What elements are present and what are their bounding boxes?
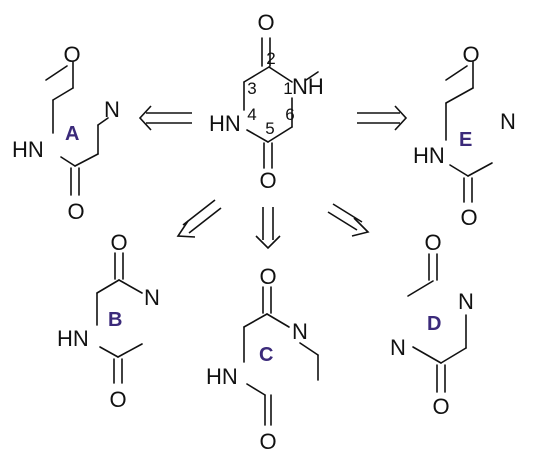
atom-label: O [432,394,449,419]
bond [266,313,290,328]
atom-label: O [424,230,441,255]
bond [467,162,493,177]
ring-position-number: 6 [285,105,294,124]
bond [243,313,268,328]
bond [305,71,319,81]
bond [412,346,442,364]
atom-label: N [292,319,308,344]
atom-label: HN [206,364,238,389]
ring-position-number: 3 [247,79,256,98]
bond [99,346,119,358]
ring-position-number: 1 [283,79,292,98]
atom-label: HN [209,111,241,136]
atom-label: HN [413,143,445,168]
atom-label: O [109,387,126,412]
bond [449,164,469,177]
ring-position-number: 2 [266,49,275,68]
atom-label: O [257,10,274,35]
fragment-label: E [459,129,472,151]
atom-label: HN [57,326,89,351]
retro-arrow-down-left [176,199,222,238]
bond [268,66,293,83]
bond [96,279,120,294]
bond [299,342,319,356]
atom-label: NH [292,74,324,99]
bond [52,87,74,101]
bond [60,156,76,167]
atom-label: N [458,289,474,314]
diketopiperazine-structure: O NH HN O 1 2 3 4 5 6 [209,10,324,193]
bond [97,117,109,126]
bond [246,129,269,143]
fragment-label: A [65,123,79,145]
atom-label: O [63,42,80,67]
bond [440,347,467,364]
atom-label: O [259,168,276,193]
bond [407,280,434,297]
retro-arrow-left [138,105,192,131]
bond [243,66,270,83]
fragment-d-structure: O N N O D [390,230,474,419]
retro-arrow-right [357,105,408,131]
ring-position-number: 4 [247,105,256,124]
bond [118,279,143,294]
atom-label: O [259,264,276,289]
atom-label: N [144,285,160,310]
atom-label: HN [12,137,44,162]
atom-label: O [460,205,477,230]
fragment-label: C [259,344,273,366]
fragment-e-structure: O N HN O E [413,42,516,230]
bond [267,126,293,143]
fragment-b-structure: O N HN O B [57,230,160,412]
atom-label: N [104,97,120,122]
atom-label: O [462,42,479,67]
bond [445,87,474,104]
atom-label: O [110,230,127,255]
atom-label: N [390,335,406,360]
fragment-label: D [427,313,441,335]
retro-arrow-down [255,207,281,250]
bond [117,343,143,358]
atom-label: O [67,199,84,224]
atom-label: N [500,109,516,134]
fragment-c-structure: O N HN O C [206,264,319,454]
bond [445,65,468,81]
fragment-label: B [108,309,122,331]
bond [74,153,99,167]
atom-label: O [259,429,276,454]
retro-arrow-down-right [327,203,370,237]
bond [246,383,266,396]
ring-position-number: 5 [265,119,274,138]
fragment-a-structure: O N HN O A [12,42,120,224]
bond [45,65,68,81]
